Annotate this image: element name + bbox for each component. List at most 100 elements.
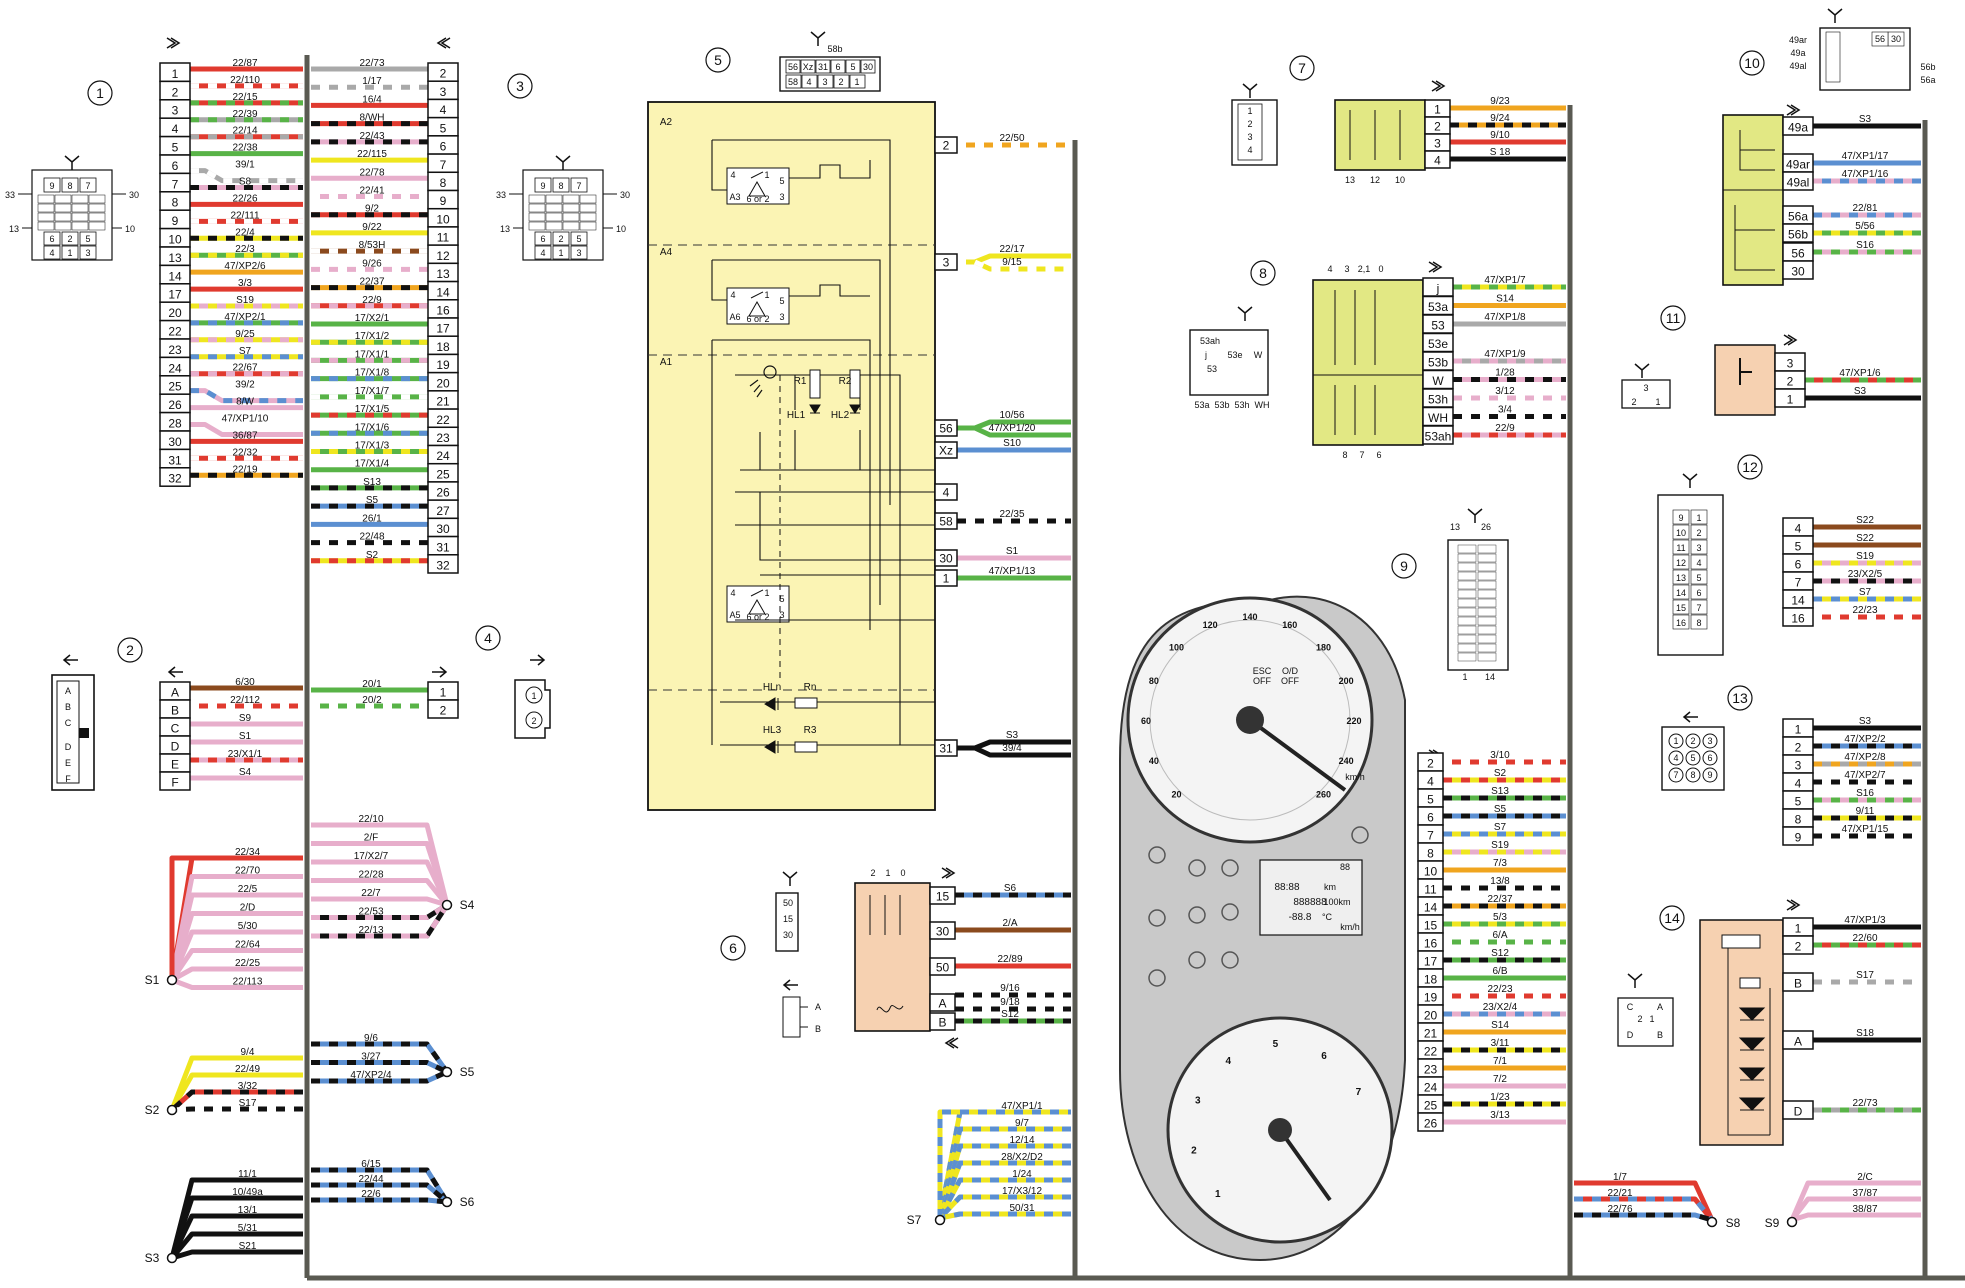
pin-label: 30 (939, 552, 953, 566)
s7-splice-node (934, 1214, 946, 1226)
c6-wire-label: 22/89 (997, 954, 1022, 965)
face-grid-pin: 6 (540, 234, 545, 244)
c12-face-cell (1690, 584, 1708, 600)
component-number-circle (1289, 55, 1315, 81)
c3-wire-label: 9/2 (365, 204, 379, 215)
face-grid-pin: 33 (496, 190, 506, 200)
pin-label: 16 (1791, 612, 1805, 626)
c9-face-cell (1477, 616, 1497, 626)
pin-label: 1 (1795, 723, 1802, 737)
c1-wire-label: 3/3 (238, 278, 252, 289)
c2-face-pin: A (65, 686, 71, 696)
c9-wire-label: S7 (1494, 822, 1507, 833)
c5-circuit-line (712, 259, 881, 605)
c1-wire-label: 36/87 (232, 430, 257, 441)
pin-label: 56 (1791, 247, 1805, 261)
wire-base (957, 425, 1071, 438)
c6-wire-label: 9/16 (1000, 983, 1020, 994)
c5-relay-num: 5 (779, 176, 784, 186)
wire-stripe (937, 1160, 1071, 1219)
s6-wire-label: 22/44 (358, 1174, 383, 1185)
c5-wire-label: 22/17 (999, 244, 1024, 255)
c4-wire-label: 20/2 (362, 695, 382, 706)
c9-wire-label: S12 (1491, 948, 1509, 959)
c9-face-cell (1457, 643, 1477, 653)
c8-face-pin: 53a (1194, 400, 1209, 410)
pin-label: 27 (436, 504, 450, 518)
c9-face-cell (1477, 625, 1497, 635)
pin-label: 3 (1434, 137, 1441, 151)
pin-label: 23 (436, 431, 450, 445)
c7-bottom-num: 12 (1370, 175, 1380, 185)
connector-arrow-icon (1783, 334, 1798, 346)
s2-wire-label: S17 (239, 1098, 257, 1109)
c10-pin-cell (1782, 116, 1814, 136)
wire-base (190, 422, 303, 437)
c5-wire-label: 22/50 (999, 133, 1024, 144)
c3-wire-label: 9/22 (362, 222, 382, 233)
pin-label: 11 (1424, 883, 1437, 897)
c2-face-pin: B (65, 702, 71, 712)
c9-speed-tick: 80 (1149, 676, 1159, 686)
c13-pin-socket (1702, 750, 1718, 766)
c2-face-pin: F (65, 774, 71, 784)
c12-face-cell (1690, 614, 1708, 630)
c5-relay-label: A6 (729, 312, 740, 322)
c8-bottom-num: 7 (1359, 450, 1364, 460)
c4-pin-socket (525, 711, 543, 729)
c13-wire-label: 47/XP2/2 (1844, 734, 1886, 745)
face-grid-cell (37, 194, 55, 204)
s6-wire (311, 1197, 448, 1205)
pin-label: 49ar (1786, 158, 1810, 172)
c3-wire-label: 17/X1/2 (355, 331, 390, 342)
component-number-circle (1391, 553, 1417, 579)
s6-splice-node (441, 1196, 453, 1208)
face-grid-cell (534, 177, 552, 193)
c7-pin-cell (1424, 150, 1451, 169)
c9-speed-needle (1248, 718, 1347, 792)
c10-wire-label: 47/XP1/17 (1842, 151, 1889, 162)
c9-wire-label: 6/B (1492, 966, 1507, 977)
component-number: 4 (484, 630, 492, 646)
c8-bottom-num: 8 (1342, 450, 1347, 460)
pin-label: 20 (168, 306, 182, 320)
pin-label: W (1432, 374, 1444, 388)
pin-label: 53a (1428, 300, 1448, 314)
c5-face-pin: 56 (788, 62, 798, 72)
c11-sensor-icon (1739, 358, 1752, 385)
connector-arrow-icon (1467, 508, 1483, 523)
pin-label: 2 (1427, 757, 1434, 771)
face-grid-cell (88, 194, 106, 204)
c9-rpm-tick: 6 (1321, 1051, 1327, 1062)
c8-face-pin: WH (1255, 400, 1270, 410)
c1-wire-label: 39/1 (235, 160, 255, 171)
c5-section-label: A4 (660, 247, 673, 258)
c5-face-pin: 31 (818, 62, 828, 72)
face-grid-cell (534, 231, 552, 246)
connector-arrow-icon (62, 654, 78, 666)
c7-face-pin: 1 (1247, 106, 1252, 116)
c14-pin-cell (1782, 1030, 1814, 1050)
c9-wire-label: S5 (1494, 804, 1507, 815)
c5-relay-num: 1 (764, 170, 769, 180)
s8-wire-label: 22/21 (1607, 1188, 1632, 1199)
c11-wire-label: S3 (1854, 386, 1867, 397)
pin-label: C (171, 722, 180, 736)
face-grid-pin: 9 (540, 181, 545, 191)
c9-face-cell (1477, 544, 1497, 554)
connector-arrow-icon (782, 979, 798, 991)
c5-relay-num: 2 (764, 612, 769, 622)
c5-relay-num: or (754, 194, 762, 204)
pin-label: 2 (1795, 940, 1802, 954)
s6-wire (311, 1182, 449, 1204)
c10-wire-label: S3 (1859, 114, 1872, 125)
pin-label: 2 (943, 139, 950, 153)
c2-wire-label: 23/X1/1 (228, 749, 263, 760)
c13-pin-socket (1702, 733, 1718, 749)
c6-wire-label: S6 (1004, 883, 1017, 894)
s3-wire (171, 1249, 303, 1261)
c1-wire-label: 22/32 (232, 447, 257, 458)
c9-pin-cell (1417, 1112, 1444, 1132)
c8-switch-lines (1334, 290, 1376, 435)
pin-label: 6 (1427, 811, 1434, 825)
